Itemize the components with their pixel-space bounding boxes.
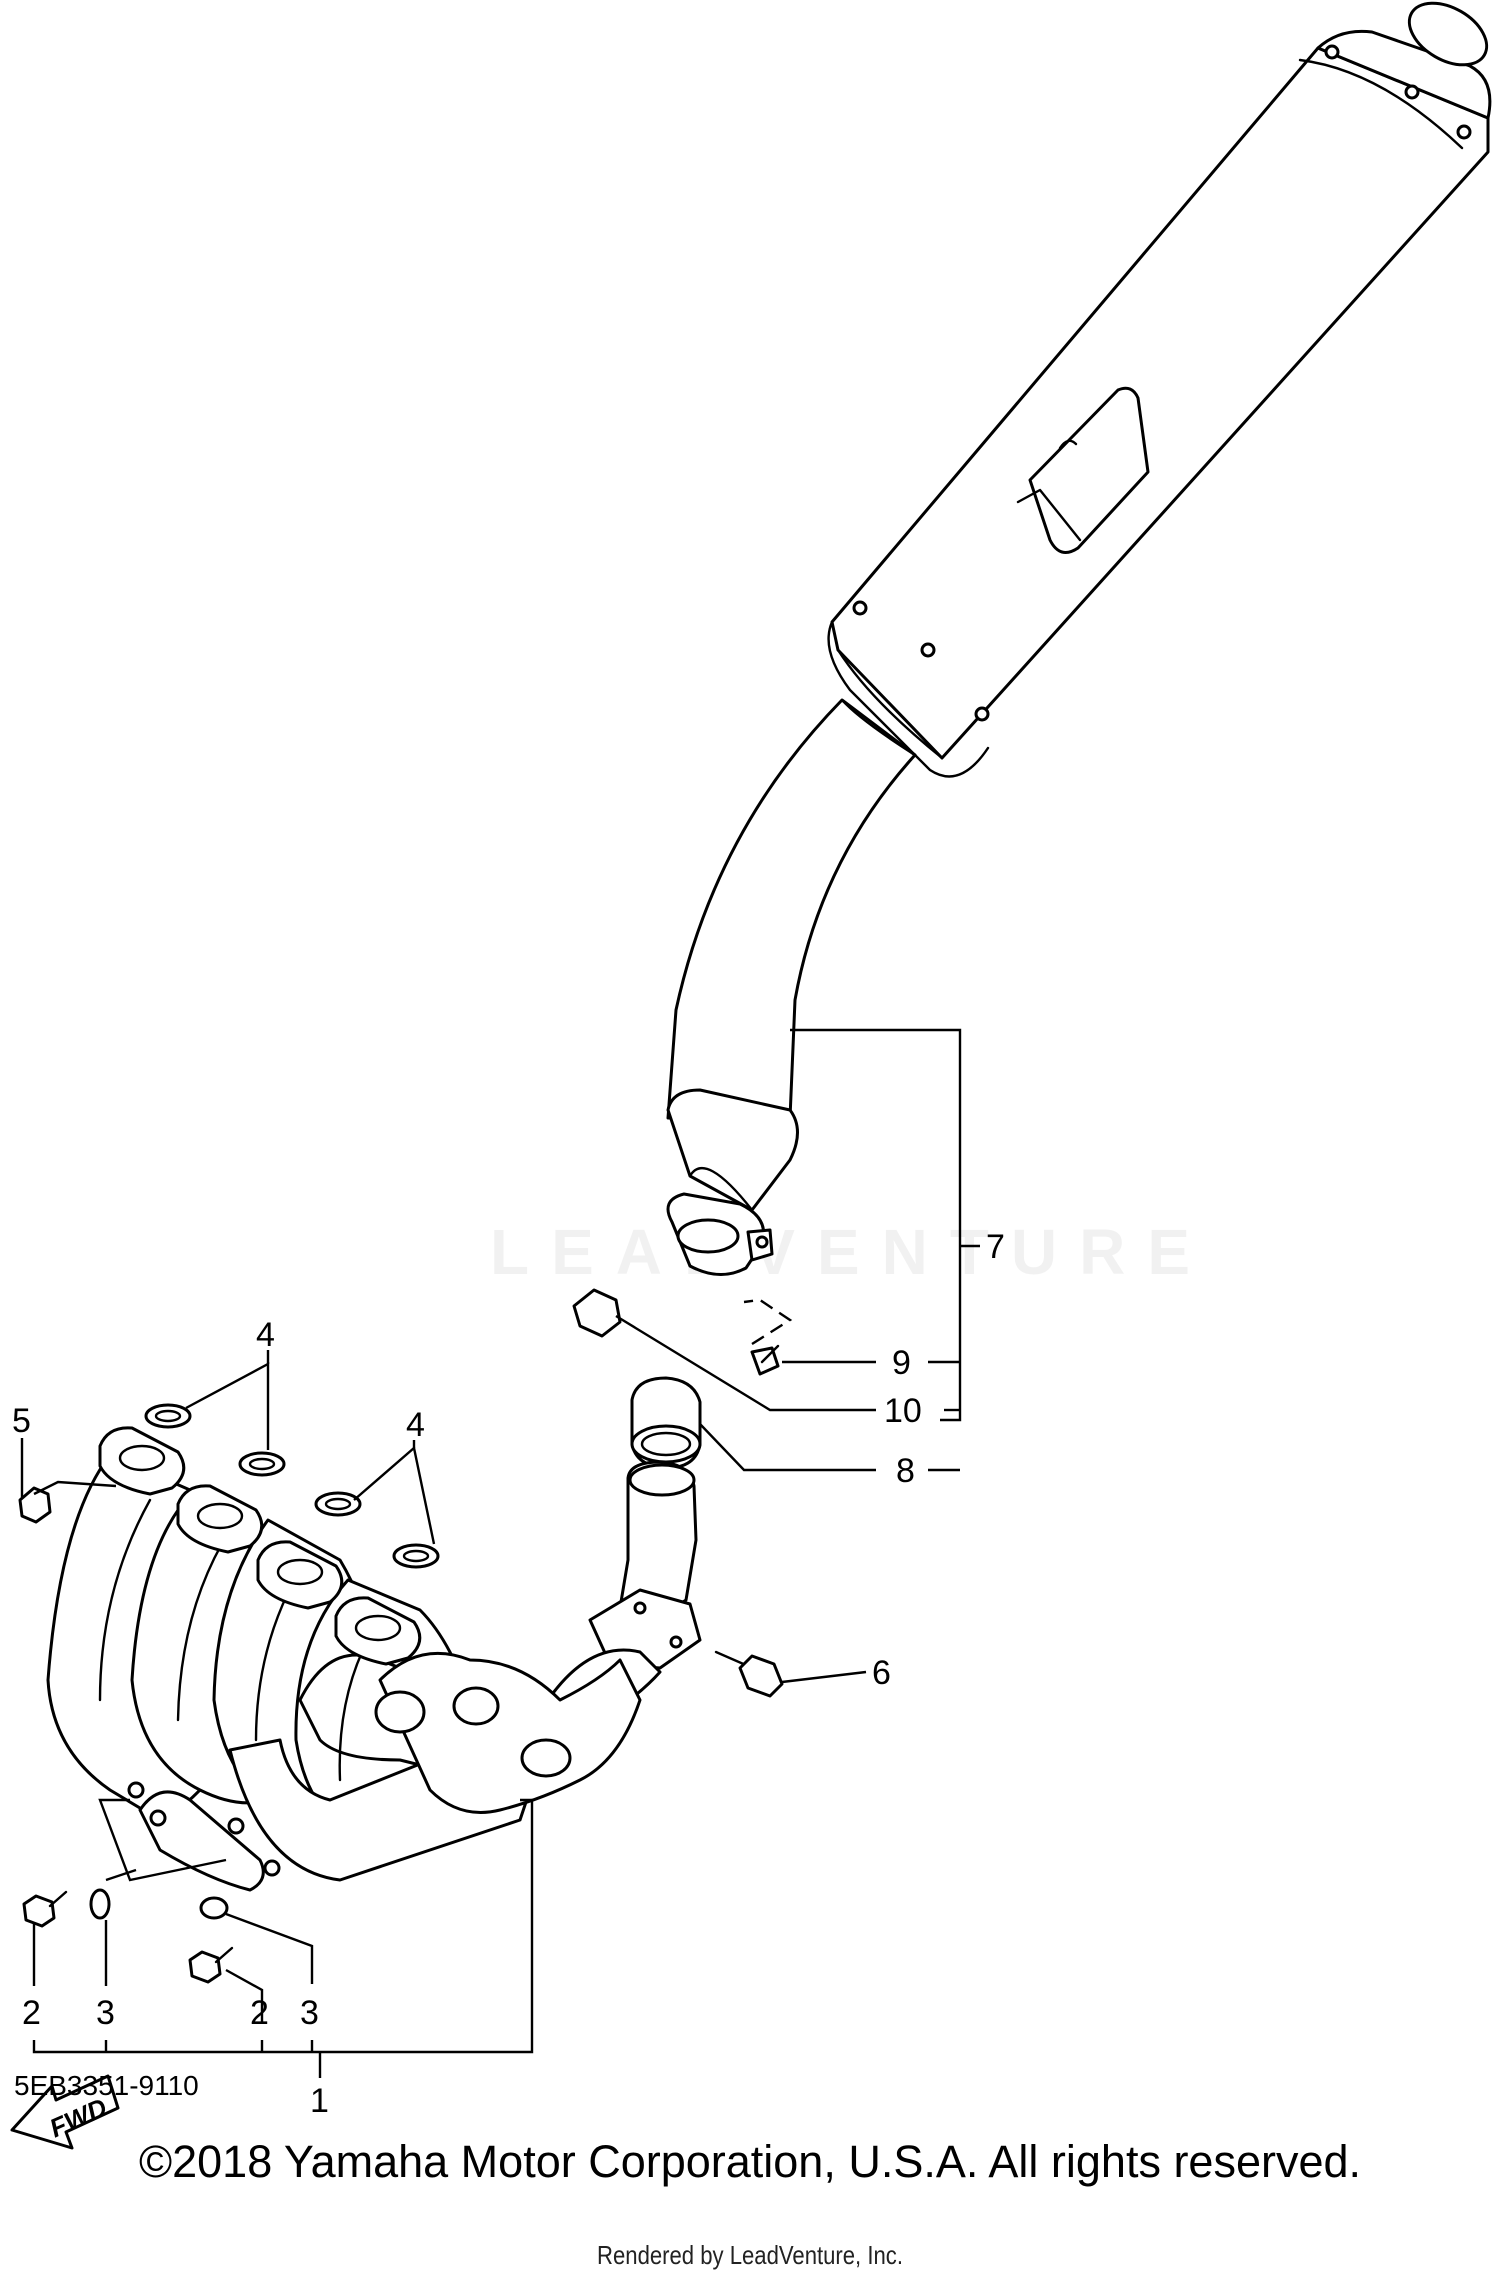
callout-9: 9	[892, 1344, 911, 1382]
callout-8: 8	[896, 1452, 915, 1490]
callout-labels: 7 9 10 8 6 4 4 5 2 3 2 3 1	[12, 1228, 1005, 2120]
callout-5: 5	[12, 1402, 31, 1440]
leader-lines	[20, 1028, 980, 2078]
callout-4-lower: 4	[406, 1406, 425, 1444]
exhaust-gaskets-part-4	[144, 1403, 440, 1569]
nut-part-10	[572, 1288, 622, 1338]
nut-part-5	[18, 1486, 52, 1524]
callout-4-upper: 4	[256, 1316, 275, 1354]
callout-3-right: 3	[300, 1994, 319, 2032]
exhaust-header-assembly	[46, 1426, 702, 1892]
muffler	[666, 1, 1492, 1212]
callout-7: 7	[986, 1228, 1005, 1266]
callout-6: 6	[872, 1654, 891, 1692]
washer-part-3-right	[199, 1896, 229, 1920]
bolt-part-2-left	[22, 1890, 68, 1928]
washer-part-3-left	[89, 1888, 111, 1920]
diagram-code: 5EB3351-9110	[14, 2070, 199, 2101]
gasket-part-8	[630, 1376, 702, 1470]
callout-2-left: 2	[22, 1994, 41, 2032]
callout-2-right: 2	[250, 1994, 269, 2032]
copyright-notice: ©2018 Yamaha Motor Corporation, U.S.A. A…	[138, 2136, 1362, 2187]
callout-10: 10	[884, 1392, 922, 1430]
watermark-logo: LEADVENTURE	[490, 1216, 1213, 1288]
bolt-part-9	[743, 1298, 793, 1376]
bolt-part-2-right	[188, 1946, 234, 1984]
pipe-clamp	[666, 1192, 774, 1276]
bolt-part-6	[714, 1650, 784, 1698]
callout-3-left: 3	[96, 1994, 115, 2032]
callout-1: 1	[310, 2082, 329, 2120]
rendered-by-notice: Rendered by LeadVenture, Inc.	[597, 2240, 903, 2270]
